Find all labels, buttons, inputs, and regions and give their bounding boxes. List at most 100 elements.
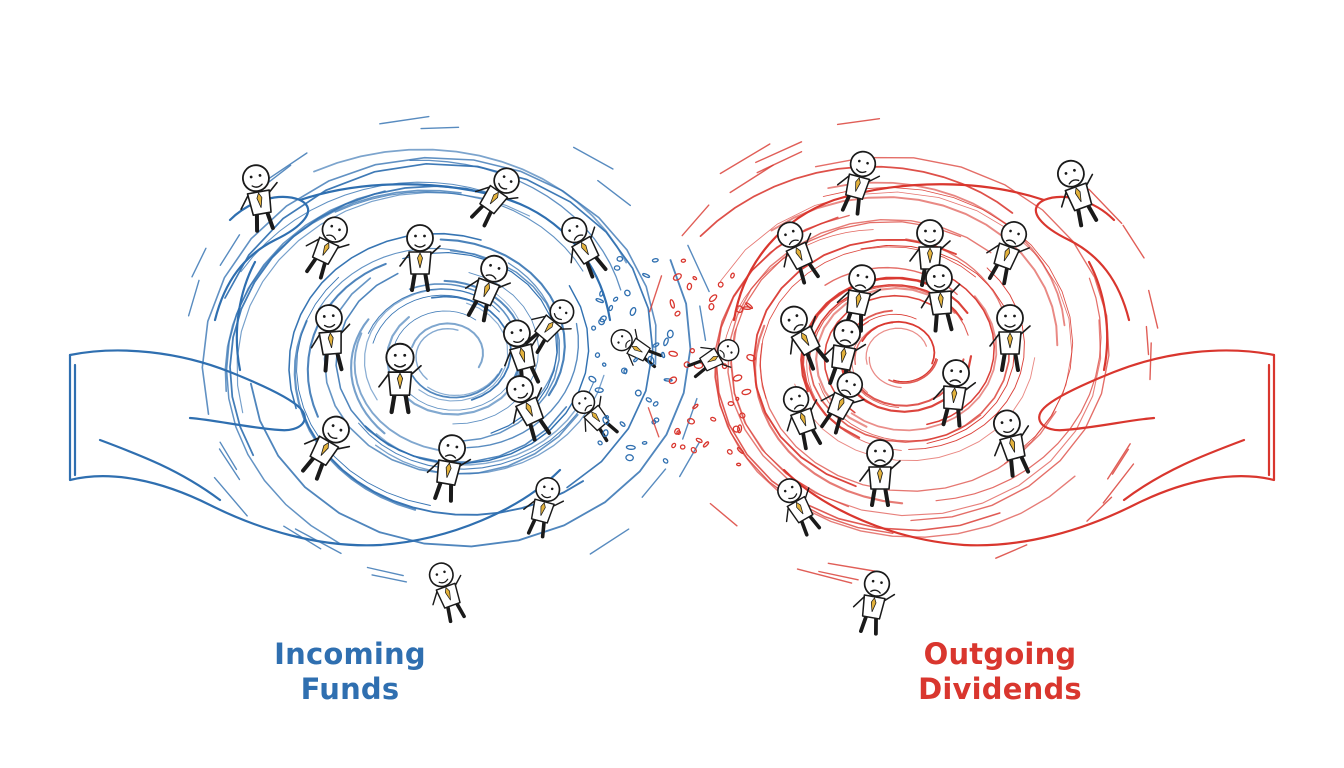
motion-dash	[187, 279, 200, 317]
motion-dash	[218, 448, 241, 481]
particle	[686, 417, 696, 425]
particle	[602, 416, 610, 425]
swirl-line	[335, 272, 568, 463]
stick-businessperson-icon	[932, 359, 977, 428]
particle	[686, 282, 693, 291]
particle	[602, 429, 609, 437]
particle	[732, 425, 741, 433]
swirl-line	[759, 343, 1057, 492]
swirl-line	[225, 190, 386, 545]
motion-dash	[647, 407, 660, 438]
swirl-line	[411, 368, 503, 399]
motion-dash	[729, 164, 774, 194]
motion-dash	[687, 244, 710, 293]
particle	[591, 325, 597, 331]
particle	[692, 403, 699, 410]
swirl-line	[822, 186, 1074, 455]
motion-dash	[366, 566, 404, 577]
motion-dash	[827, 562, 878, 573]
swirl-line	[452, 272, 540, 425]
swirl-line	[730, 221, 962, 508]
motion-dash	[1145, 325, 1150, 356]
particle	[619, 421, 626, 427]
swirl-line	[812, 285, 969, 346]
swirl-line	[888, 359, 938, 384]
particle	[599, 315, 607, 323]
swirl-line	[850, 295, 998, 432]
incoming-funds-caption: Incoming Funds	[200, 637, 500, 707]
stick-businessperson-icon	[524, 299, 575, 355]
swirl-line	[794, 357, 1036, 461]
stick-businessperson-icon	[836, 264, 882, 333]
motion-dash	[649, 275, 663, 313]
particle	[599, 290, 604, 297]
swirl-line	[201, 156, 657, 416]
motion-dash	[219, 234, 241, 266]
stick-businessperson-icon	[240, 164, 278, 233]
particle	[625, 444, 636, 450]
particle	[663, 337, 669, 347]
particle	[612, 296, 619, 302]
motion-dash	[573, 146, 614, 170]
swirl-line	[752, 238, 957, 488]
stick-businessperson-icon	[777, 478, 822, 537]
particle	[708, 294, 718, 303]
particle	[689, 348, 696, 354]
particle	[594, 352, 601, 358]
swirl-line	[715, 216, 1001, 532]
swirl-line	[353, 332, 465, 453]
stick-businessperson-icon	[399, 224, 441, 292]
motion-dash	[755, 141, 803, 164]
outgoing-dividends-line1: Outgoing	[923, 637, 1077, 671]
stick-businessperson-icon	[305, 216, 350, 280]
motion-dash	[641, 468, 667, 498]
outgoing-dividends-line2: Dividends	[918, 672, 1082, 706]
stick-businessperson-icon	[920, 264, 961, 333]
swirl-line	[418, 302, 509, 402]
motion-dash	[699, 305, 707, 341]
particle	[661, 351, 666, 359]
particle	[598, 318, 606, 326]
particle	[608, 304, 614, 312]
particle	[672, 273, 682, 281]
particle	[702, 441, 710, 448]
particle	[624, 289, 631, 297]
stick-businessperson-icon	[428, 562, 466, 624]
motion-dash	[589, 528, 630, 555]
swirl-line	[313, 148, 628, 264]
stick-businessperson-icon	[506, 375, 552, 442]
particle	[662, 458, 669, 464]
swirl-line	[892, 357, 937, 383]
stick-businessperson-icon	[571, 390, 619, 443]
swirl-line	[358, 382, 594, 470]
particle	[641, 440, 648, 445]
particle	[717, 281, 724, 288]
particle	[601, 362, 607, 367]
motion-dash	[1122, 224, 1145, 259]
particle	[651, 258, 659, 263]
motion-dash	[597, 179, 631, 207]
motion-dash	[1111, 448, 1130, 475]
stick-businessperson-icon	[561, 216, 608, 279]
stick-businessperson-icon	[502, 319, 541, 388]
stick-businessperson-icon	[820, 371, 865, 435]
stick-businessperson-icon	[986, 221, 1030, 286]
particle	[730, 272, 735, 279]
motion-dash	[681, 204, 710, 237]
motion-dash	[818, 570, 859, 581]
motion-dash	[679, 441, 701, 478]
particle	[642, 272, 651, 279]
swirl-line	[372, 294, 488, 344]
swirl-line	[415, 327, 459, 380]
stick-businessperson-icon	[780, 305, 829, 371]
stick-businessperson-icon	[610, 328, 663, 369]
motion-dash	[1088, 188, 1123, 225]
stick-businessperson-icon	[301, 415, 351, 481]
swirl-line	[224, 162, 654, 489]
particle	[634, 389, 642, 397]
outgoing-dividends-vortex	[647, 118, 1276, 636]
motion-dash	[1149, 342, 1152, 381]
stick-businessperson-icon	[776, 221, 820, 285]
swirl-line	[249, 259, 692, 548]
particle	[595, 298, 605, 304]
